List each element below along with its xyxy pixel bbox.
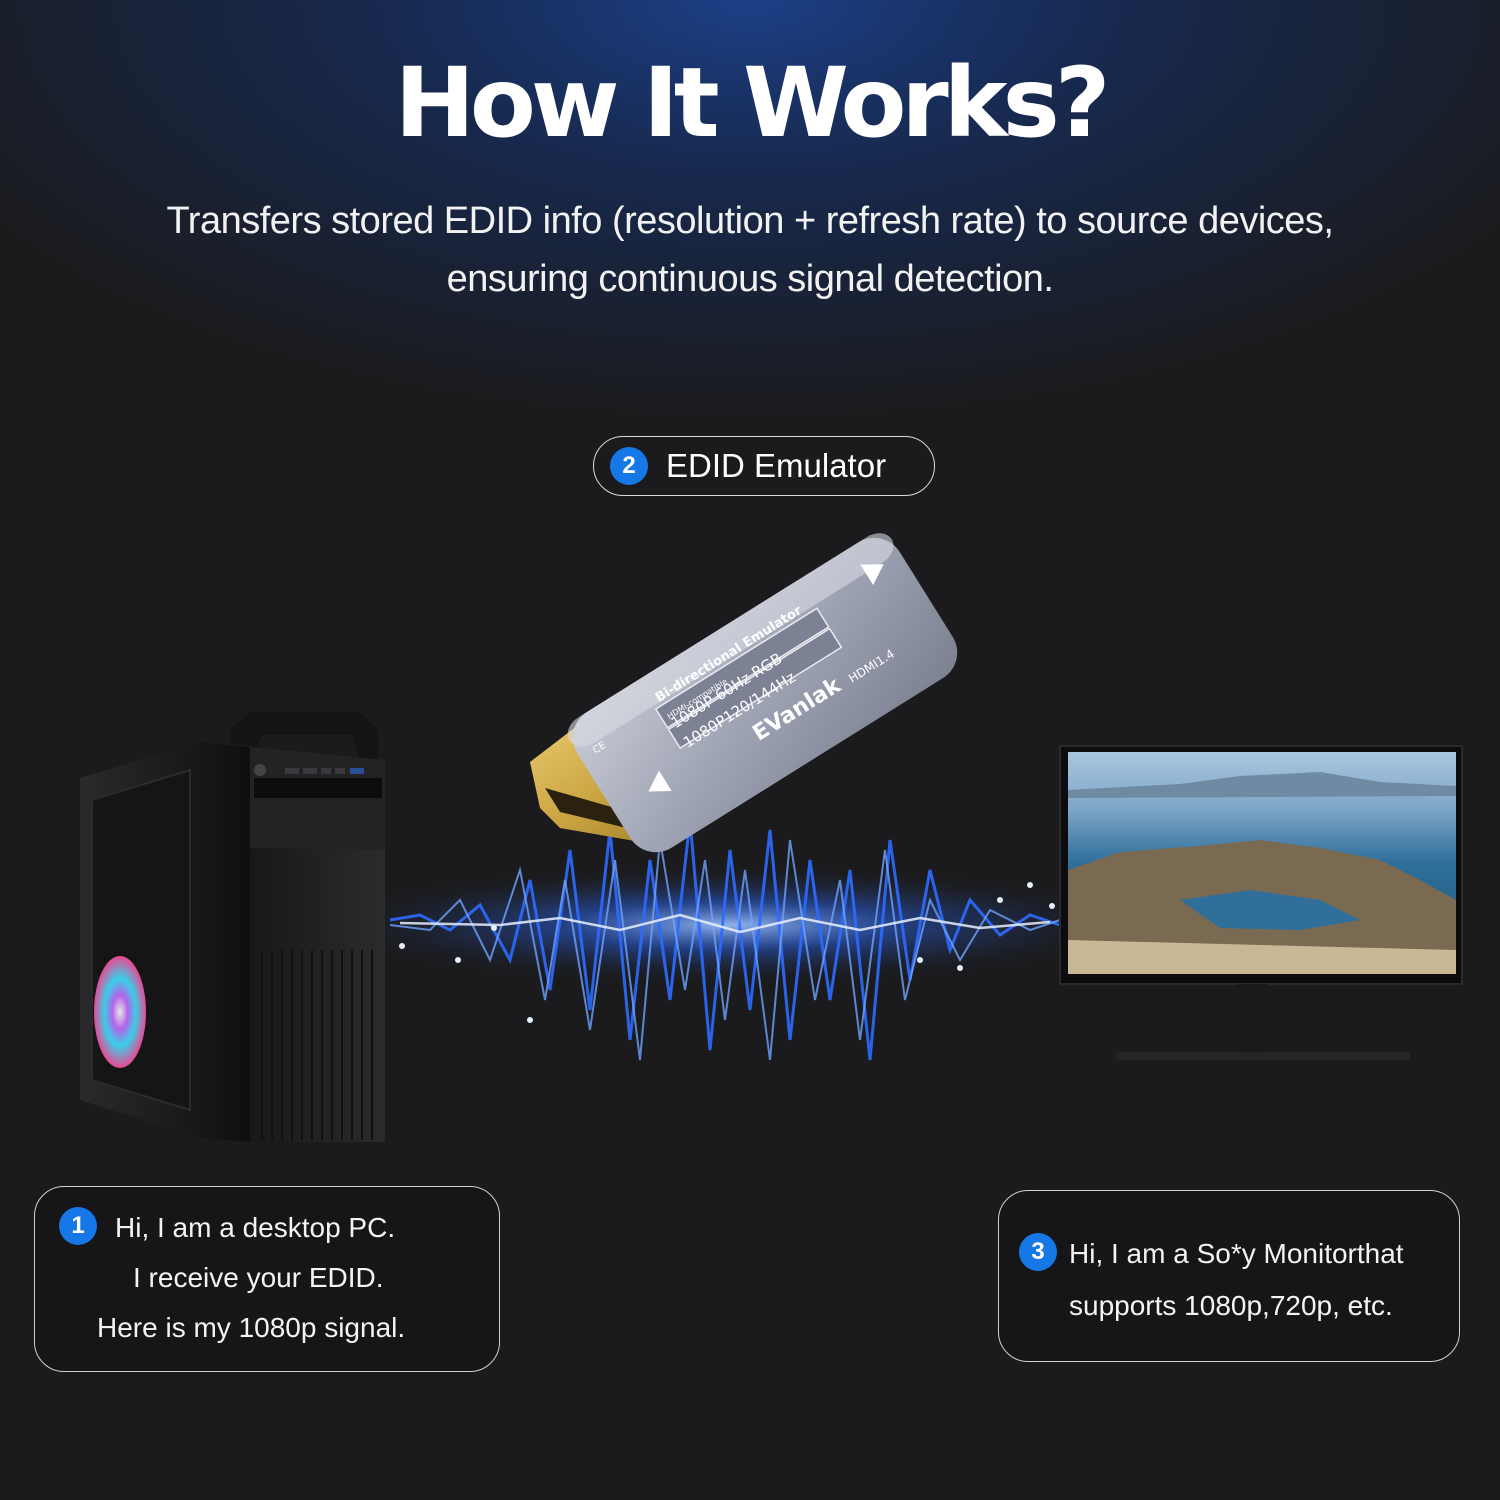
- subtitle-line-1: Transfers stored EDID info (resolution +…: [166, 200, 1334, 242]
- monitor-message-line-2: supports 1080p,720p, etc.: [1069, 1290, 1393, 1321]
- background-glow: [0, 0, 1500, 520]
- step-3-badge: 3: [1019, 1233, 1057, 1271]
- page-title: How It Works?: [394, 47, 1111, 159]
- pc-message-line-3: Here is my 1080p signal.: [97, 1312, 406, 1343]
- arrow-left-icon: [648, 770, 672, 792]
- hdmi-emulator-illustration: Bi-directional Emulator HDMI-compatible …: [530, 533, 958, 853]
- monitor-illustration: [1059, 745, 1463, 1060]
- desktop-pc-illustration: [80, 712, 385, 1142]
- step-1-badge: 1: [59, 1207, 97, 1245]
- pc-message-line-1: Hi, I am a desktop PC.: [115, 1212, 396, 1243]
- monitor-message-card: 3 Hi, I am a So*y Monitorthat supports 1…: [998, 1190, 1460, 1362]
- step-2-badge: 2: [610, 447, 648, 485]
- edid-emulator-label: EDID Emulator: [666, 447, 887, 484]
- arrow-right-icon: [860, 564, 884, 585]
- pc-message-card: 1 Hi, I am a desktop PC. I receive your …: [34, 1186, 500, 1372]
- pc-message-line-2: I receive your EDID.: [133, 1262, 384, 1293]
- edid-emulator-pill: 2 EDID Emulator: [593, 436, 935, 496]
- page-subtitle: Transfers stored EDID info (resolution +…: [100, 192, 1400, 308]
- monitor-message-line-1: Hi, I am a So*y Monitorthat: [1069, 1238, 1404, 1269]
- subtitle-line-2: ensuring continuous signal detection.: [446, 258, 1054, 300]
- signal-wave-illustration: [310, 819, 1150, 1061]
